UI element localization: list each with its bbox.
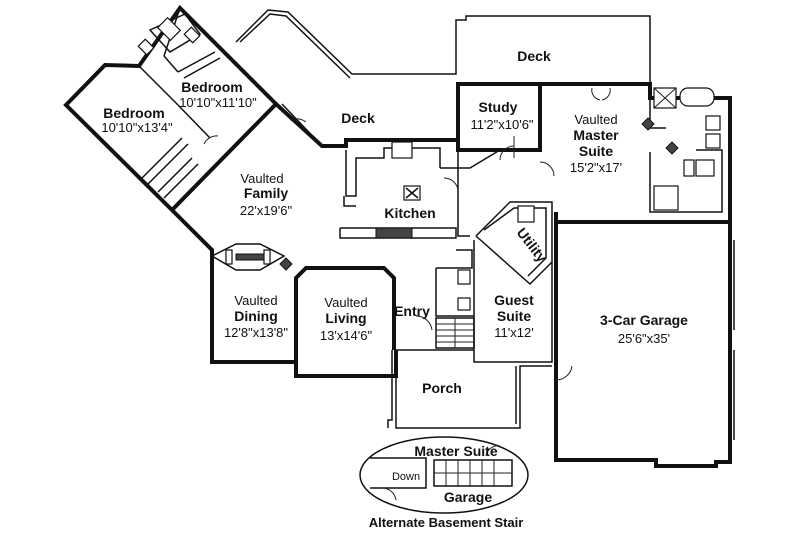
family-name: Family xyxy=(244,185,289,201)
dining-prefix: Vaulted xyxy=(234,293,277,308)
inset-caption: Alternate Basement Stair xyxy=(369,515,524,530)
master-name-2: Suite xyxy=(579,143,613,159)
guest-name-2: Suite xyxy=(497,308,531,324)
alternate-stair-inset xyxy=(359,436,529,514)
bedroom-upper-name: Bedroom xyxy=(181,79,242,95)
study-name: Study xyxy=(479,99,518,115)
living-dims: 13'x14'6" xyxy=(320,328,373,343)
interior-partitions xyxy=(203,87,723,429)
house-walls xyxy=(170,82,735,468)
family-prefix: Vaulted xyxy=(240,171,283,186)
kitchen-name: Kitchen xyxy=(384,205,435,221)
family-dims: 22'x19'6" xyxy=(240,203,293,218)
living-name: Living xyxy=(325,310,366,326)
garage-name: 3-Car Garage xyxy=(600,312,688,328)
entry-name: Entry xyxy=(394,303,430,319)
bedroom-upper-dims: 10'10"x11'10" xyxy=(179,95,257,110)
dining-dims: 12'8"x13'8" xyxy=(224,325,288,340)
deck-top-name: Deck xyxy=(517,48,551,64)
inset-bottom-label: Garage xyxy=(444,489,492,505)
master-prefix: Vaulted xyxy=(574,112,617,127)
deck-mid-name: Deck xyxy=(341,110,375,126)
bedroom-lower-name: Bedroom xyxy=(103,105,164,121)
dining-name: Dining xyxy=(234,308,278,324)
inset-down-label: Down xyxy=(392,471,420,483)
master-name-1: Master xyxy=(573,127,619,143)
bedroom-lower-dims: 10'10"x13'4" xyxy=(101,120,173,135)
guest-dims: 11'x12' xyxy=(494,325,533,340)
master-dims: 15'2"x17' xyxy=(570,160,622,175)
porch-name: Porch xyxy=(422,380,462,396)
garage-dims: 25'6"x35' xyxy=(618,331,670,346)
study-dims: 11'2"x10'6" xyxy=(470,117,533,132)
inset-top-label: Master Suite xyxy=(414,443,497,459)
living-prefix: Vaulted xyxy=(324,295,367,310)
guest-name-1: Guest xyxy=(494,292,534,308)
utility-name: Utility xyxy=(514,225,551,266)
